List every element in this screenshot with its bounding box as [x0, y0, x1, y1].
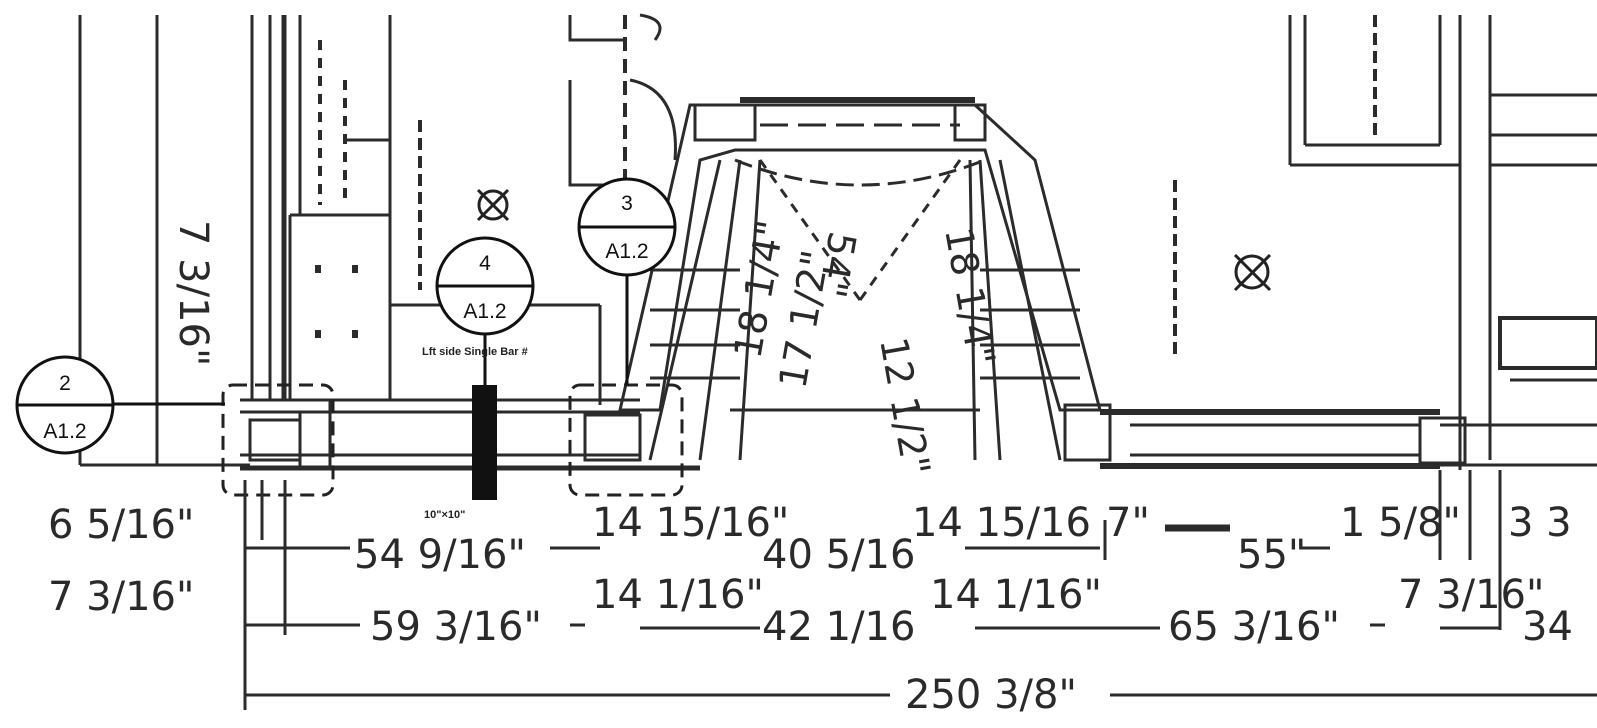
- callout-number: 4: [479, 252, 491, 275]
- fixture-tag-label: 10"×10": [424, 509, 465, 521]
- closet-dots: [315, 265, 358, 338]
- dimension-row2-item: 14 1/16": [930, 572, 1102, 618]
- overall-dimension: 250 3/8": [905, 672, 1077, 718]
- dimension-row2-item: 7 3/16": [1398, 572, 1544, 618]
- dimension-row1-item: 14 15/16": [592, 500, 789, 546]
- section-callout-3[interactable]: 3 A1.2: [577, 177, 677, 277]
- dimension-row1-item: 40 5/16: [762, 532, 915, 578]
- dimension-row1-item: 54 9/16": [354, 532, 526, 578]
- wall-linework: [78, 13, 1597, 471]
- callout-sheet: A1.2: [43, 420, 86, 443]
- dimension-lines: [243, 470, 1597, 710]
- post-marker: [472, 385, 497, 500]
- dimension-row1-item: 55": [1237, 532, 1306, 578]
- callout-sheet: A1.2: [605, 240, 648, 263]
- dimension-row2-item: 65 3/16": [1168, 604, 1340, 650]
- dimension-row1-item: 14 15/16: [912, 500, 1091, 546]
- callout-number: 2: [59, 372, 71, 395]
- dimension-row1-item: 1 5/8": [1340, 500, 1461, 546]
- dimension-row2-item: 14 1/16": [592, 572, 764, 618]
- dimension-row1-item: 3 3: [1508, 500, 1572, 546]
- window-tag-label: Lft side Single Bar #: [422, 346, 528, 358]
- dimension-row2-item: 42 1/16: [762, 604, 915, 650]
- callout-number: 3: [621, 192, 633, 215]
- dimension-row1-item: 7": [1106, 500, 1150, 546]
- bay-center-lower-dimension: 12 1/2": [871, 334, 938, 479]
- callout-sheet: A1.2: [463, 300, 506, 323]
- dimension-row2-item: 34: [1522, 604, 1573, 650]
- left-dimension-row1: 6 5/16": [48, 502, 194, 548]
- section-callout-4[interactable]: 4 A1.2: [435, 236, 535, 336]
- left-dimension-row2: 7 3/16": [48, 574, 194, 620]
- bay-right-angle-dimension: 18 1/4": [936, 224, 1003, 369]
- section-callout-2[interactable]: 2 A1.2: [15, 355, 115, 455]
- dimension-row2-item: 59 3/16": [370, 604, 542, 650]
- vertical-wall-dimension: 7 3/16": [170, 220, 216, 366]
- fixture-icon: [476, 188, 1272, 292]
